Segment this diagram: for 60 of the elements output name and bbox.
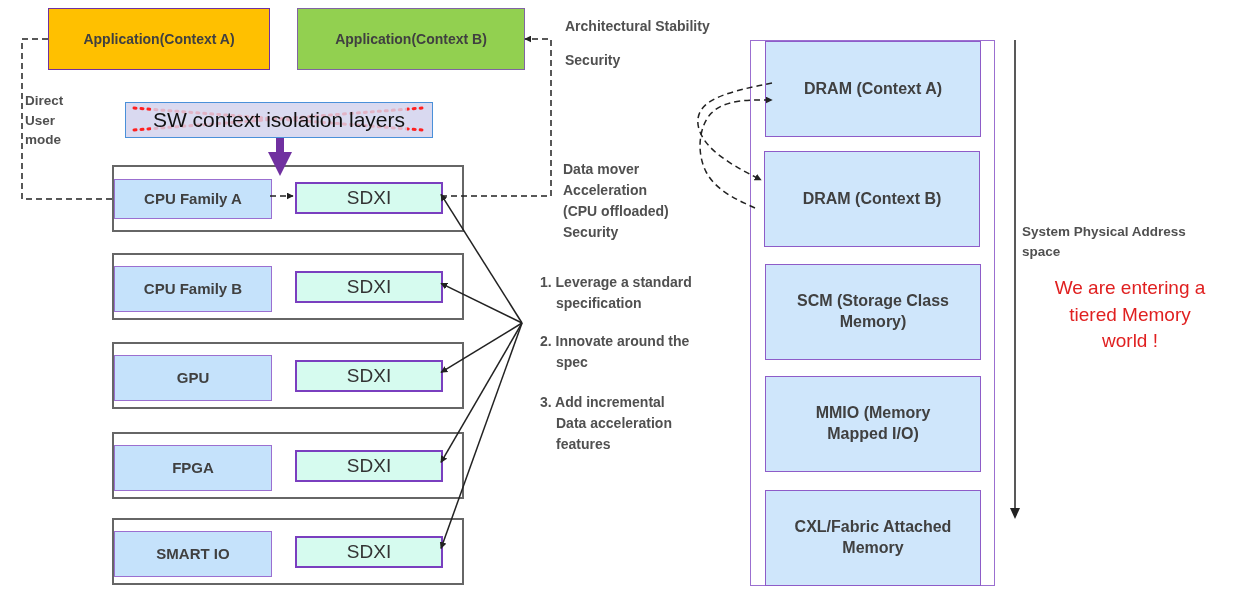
device-row: [112, 165, 464, 232]
annotation-text: 2. Innovate around the spec: [540, 332, 691, 372]
box-label: CPU Family B: [143, 279, 243, 299]
box-label: Application(Context B): [335, 29, 487, 49]
annotation-text: System Physical Address space: [1022, 223, 1187, 262]
arrow: [697, 82, 773, 181]
box-label: SW context isolation layers: [150, 106, 408, 134]
box-label: GPU: [176, 368, 210, 388]
memory-column: [750, 40, 995, 586]
box-label: MMIO (Memory Mapped I/O): [814, 403, 932, 444]
processor-box: [114, 179, 272, 219]
box-label: CPU Family A: [144, 189, 242, 209]
memory-box: [765, 490, 981, 586]
box-label: CXL/Fabric Attached Memory: [793, 517, 953, 558]
device-row: [112, 253, 464, 320]
box-label: FPGA: [172, 458, 214, 478]
sdxi-box: [295, 182, 443, 214]
processor-box: [114, 355, 272, 401]
sdxi-box: [295, 360, 443, 392]
annotation-text: Architectural Stability: [565, 17, 711, 36]
box-label: SMART IO: [156, 544, 230, 564]
arrow: [439, 322, 523, 550]
device-row: [112, 432, 464, 499]
sdxi-box: [295, 271, 443, 303]
arrow: [440, 322, 523, 464]
arrow: [440, 193, 523, 324]
box-label: SDXI: [346, 185, 392, 210]
arrow: [699, 96, 773, 209]
arrow: [269, 192, 294, 200]
box-label: Application(Context A): [83, 29, 235, 49]
arrow: [440, 35, 552, 197]
box-label: DRAM (Context A): [802, 78, 944, 99]
memory-box: [765, 41, 981, 137]
processor-box: [114, 445, 272, 491]
app-box: [297, 8, 525, 70]
box-label: DRAM (Context B): [801, 188, 943, 209]
device-row: [112, 518, 464, 585]
box-label: SCM (Storage Class Memory): [795, 291, 950, 332]
note-text: We are entering a tiered Memory world !: [1053, 276, 1207, 354]
sdxi-box: [295, 536, 443, 568]
box-label: SDXI: [346, 539, 392, 564]
annotation-text: Data mover Acceleration (CPU offloaded) Security: [563, 160, 670, 242]
app-box: [48, 8, 270, 70]
isolation-layer-box: [125, 102, 433, 138]
box-label: SDXI: [346, 453, 392, 478]
memory-box: [765, 376, 981, 472]
sdxi-box: [295, 450, 443, 482]
memory-box: [764, 151, 980, 247]
arrow: [440, 282, 523, 324]
device-row: [112, 342, 464, 409]
memory-box: [765, 264, 981, 360]
processor-box: [114, 531, 272, 577]
block-arrow: [268, 138, 292, 176]
box-label: SDXI: [346, 363, 392, 388]
arrow: [440, 322, 523, 374]
annotation-text: 1. Leverage a standard specification: [540, 273, 693, 313]
annotation-text: 3. Add incremental Data acceleration features: [540, 393, 673, 454]
processor-box: [114, 266, 272, 312]
annotation-text: Security: [565, 51, 622, 70]
box-label: SDXI: [346, 274, 392, 299]
